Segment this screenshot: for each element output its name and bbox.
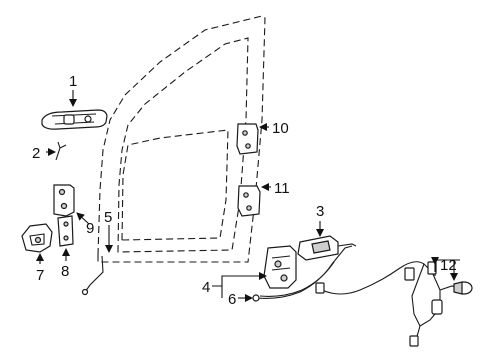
part-9-hinge — [53, 184, 75, 217]
part-8-hinge-plate — [57, 215, 74, 247]
callout-labels: 1 2 3 4 5 6 7 8 9 10 11 12 — [32, 73, 457, 308]
part-12-wiring-harness — [315, 261, 473, 347]
part-4-latch — [263, 245, 297, 289]
callout-6: 6 — [228, 291, 236, 308]
callout-7: 7 — [36, 267, 44, 284]
callout-10: 10 — [272, 120, 289, 137]
callout-8: 8 — [61, 263, 69, 280]
callout-2: 2 — [32, 145, 40, 162]
callout-1: 1 — [69, 73, 77, 90]
part-6-cable — [252, 245, 353, 302]
part-3-inside-handle — [297, 235, 357, 261]
callout-5: 5 — [104, 209, 112, 226]
callout-12: 12 — [440, 257, 457, 274]
door-outline — [97, 15, 266, 263]
part-7-striker — [21, 223, 53, 253]
callout-4: 4 — [202, 279, 210, 296]
part-2-clip — [55, 141, 67, 161]
leader-lines — [36, 90, 460, 302]
part-11-lower-hinge — [237, 185, 261, 217]
part-5-rod — [81, 255, 104, 296]
callout-9: 9 — [86, 220, 94, 237]
part-10-upper-hinge — [236, 123, 259, 155]
callout-3: 3 — [316, 203, 324, 220]
part-1-outside-handle — [41, 109, 108, 130]
callout-11: 11 — [274, 180, 290, 197]
